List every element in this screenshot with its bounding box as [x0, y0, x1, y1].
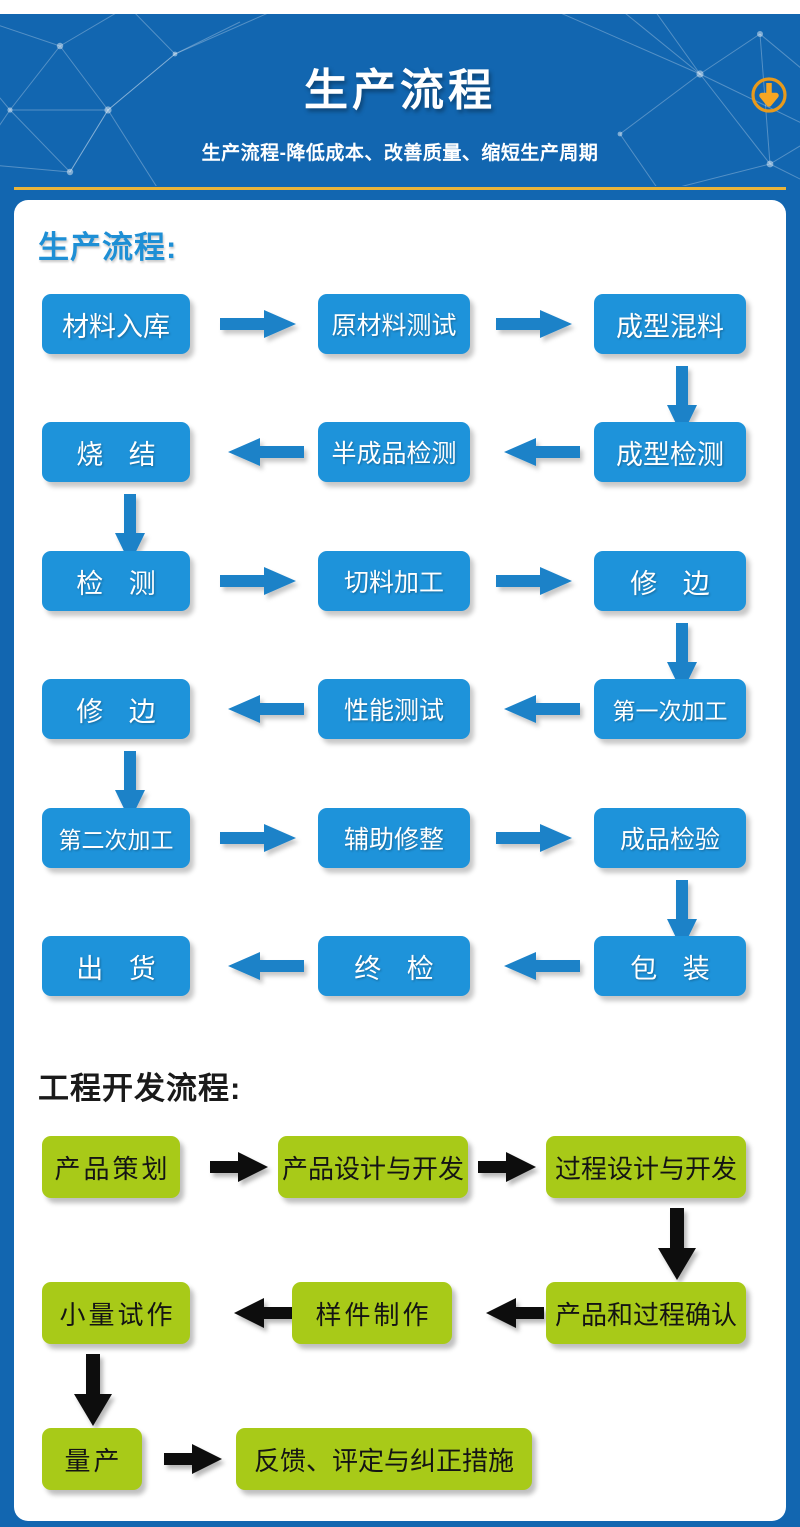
flow-node-p-r6-c1[interactable]: 出 货: [42, 936, 190, 996]
flow-node-p-r4-c3[interactable]: 第一次加工: [594, 679, 746, 739]
content-card: 生产流程: 材料入库 原材料测试 成型混料 烧 结 半成品检测 成型检测 检 测…: [14, 200, 786, 1521]
blue-arrow-group: [115, 310, 697, 980]
flow-node-p-r2-c3[interactable]: 成型检测: [594, 422, 746, 482]
flow-node-e-r3-c2[interactable]: 反馈、评定与纠正措施: [236, 1428, 532, 1490]
flow-node-p-r5-c1[interactable]: 第二次加工: [42, 808, 190, 868]
page-subtitle: 生产流程-降低成本、改善质量、缩短生产周期: [201, 143, 599, 164]
flow-node-p-r3-c1[interactable]: 检 测: [42, 551, 190, 611]
flow-node-e-r3-c1[interactable]: 量产: [42, 1428, 142, 1490]
flow-node-e-r1-c2[interactable]: 产品设计与开发: [278, 1136, 468, 1198]
flow-node-p-r3-c2[interactable]: 切料加工: [318, 551, 470, 611]
flow-node-e-r2-c3[interactable]: 产品和过程确认: [546, 1282, 746, 1344]
flow-node-p-r6-c3[interactable]: 包 装: [594, 936, 746, 996]
flow-node-p-r5-c2[interactable]: 辅助修整: [318, 808, 470, 868]
flow-node-p-r4-c2[interactable]: 性能测试: [318, 679, 470, 739]
flow-node-e-r2-c1[interactable]: 小量试作: [42, 1282, 190, 1344]
section-heading-engineering: 工程开发流程:: [38, 1071, 242, 1106]
flow-node-p-r1-c2[interactable]: 原材料测试: [318, 294, 470, 354]
flow-node-e-r1-c3[interactable]: 过程设计与开发: [546, 1136, 746, 1198]
flow-node-p-r6-c2[interactable]: 终 检: [318, 936, 470, 996]
flow-node-p-r5-c3[interactable]: 成品检验: [594, 808, 746, 868]
flow-node-p-r2-c1[interactable]: 烧 结: [42, 422, 190, 482]
download-arrow-icon[interactable]: [750, 76, 788, 114]
flow-node-p-r4-c1[interactable]: 修 边: [42, 679, 190, 739]
flow-node-p-r1-c3[interactable]: 成型混料: [594, 294, 746, 354]
flow-node-e-r1-c1[interactable]: 产品策划: [42, 1136, 180, 1198]
page-title: 生产流程: [304, 66, 496, 115]
page-header: 生产流程 生产流程-降低成本、改善质量、缩短生产周期: [0, 14, 800, 1527]
flow-node-p-r2-c2[interactable]: 半成品检测: [318, 422, 470, 482]
flow-node-e-r2-c2[interactable]: 样件制作: [292, 1282, 452, 1344]
flow-node-p-r3-c3[interactable]: 修 边: [594, 551, 746, 611]
header-divider: [14, 187, 786, 190]
section-heading-production: 生产流程:: [38, 230, 178, 265]
flow-node-p-r1-c1[interactable]: 材料入库: [42, 294, 190, 354]
